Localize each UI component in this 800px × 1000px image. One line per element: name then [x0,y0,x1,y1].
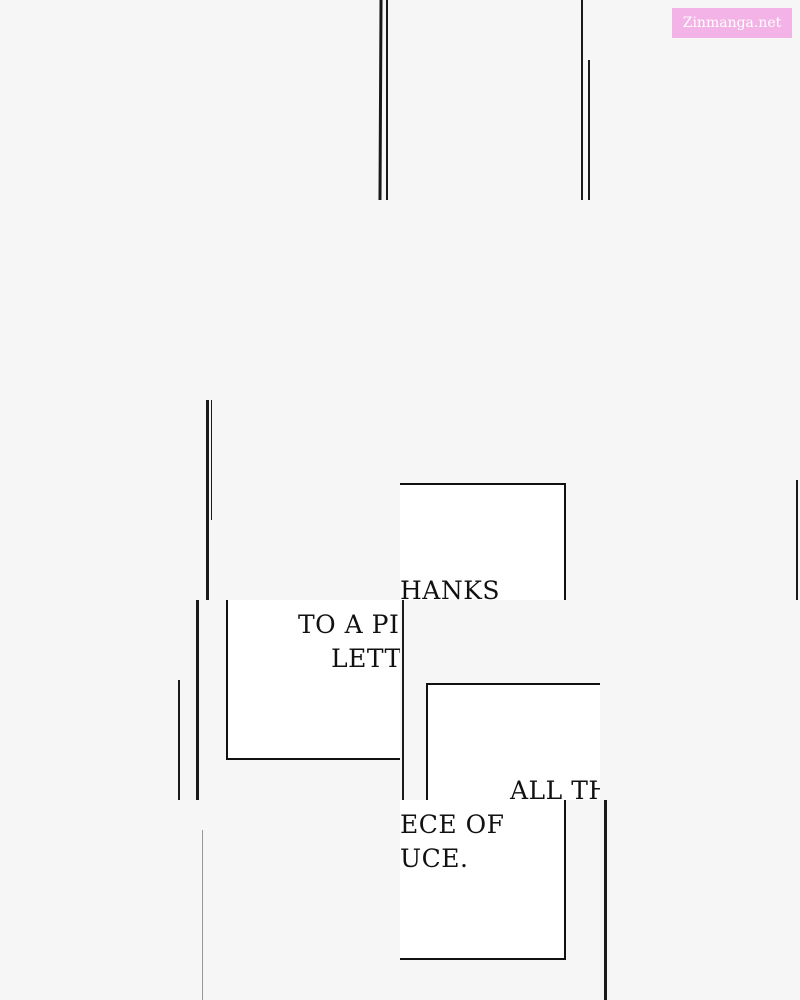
caption-text: LETT [331,644,400,673]
ink-stroke [581,0,583,200]
ink-stroke [211,400,212,520]
ink-stroke [378,0,383,200]
caption-text: HANKS [400,576,501,600]
ink-stroke [178,680,180,800]
ink-stroke [196,600,199,800]
ink-stroke [386,0,388,200]
caption-fragment: ECE OF UCE. [400,800,600,1000]
caption-fragment: HANKS [400,400,600,600]
caption-fragment: ALL TH [400,600,600,800]
ink-stroke [604,800,607,1000]
ink-stroke [202,830,203,1000]
caption-text: ALL TH [510,776,600,800]
ink-stroke [796,480,798,600]
ink-stroke [402,600,404,800]
watermark-badge: Zinmanga.net [672,8,792,38]
caption-text: TO A PI [298,610,400,639]
caption-text: ECE OF [400,810,505,839]
ink-stroke [588,60,590,200]
caption-text: UCE. [400,844,469,873]
ink-stroke [206,400,209,600]
caption-fragment: TO A PI LETT [200,600,400,800]
